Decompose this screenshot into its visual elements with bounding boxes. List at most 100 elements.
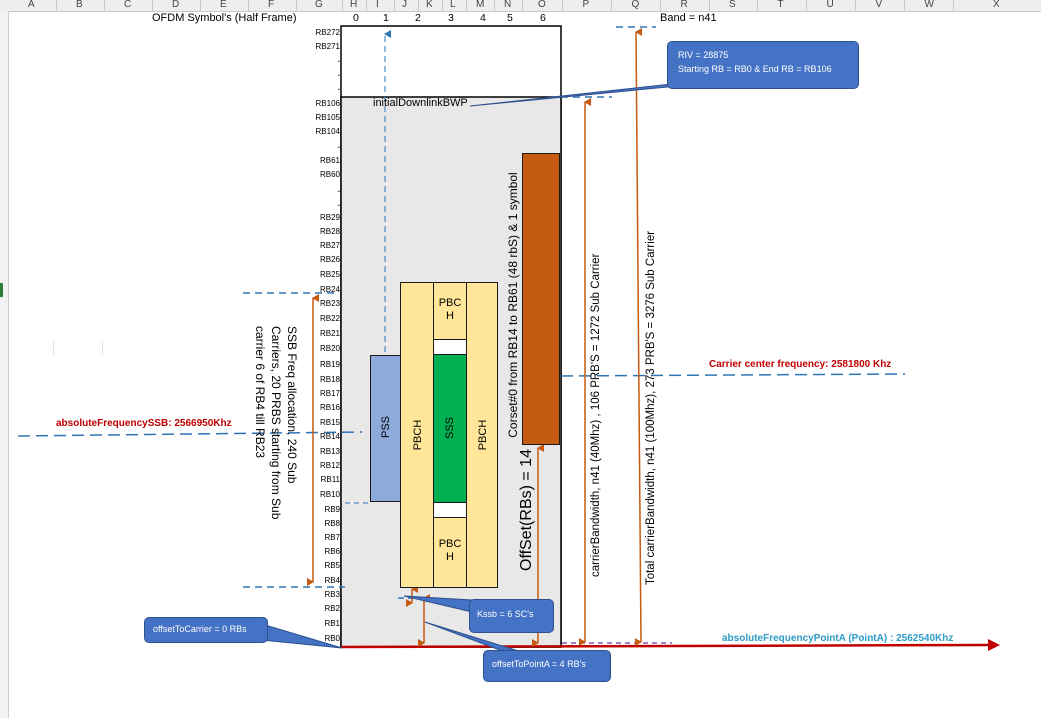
rb-label: RB6 xyxy=(324,547,340,556)
column-letter[interactable]: K xyxy=(426,0,433,10)
column-divider xyxy=(494,0,495,11)
rb-label: RB26 xyxy=(319,255,340,264)
coreset-label: Corset#0 from RB14 to RB61 (48 rbS) & 1 … xyxy=(506,172,520,438)
rb-label: RB17 xyxy=(319,389,340,398)
column-divider xyxy=(904,0,905,11)
pbch-right-block: PBCH xyxy=(466,282,498,588)
point-a-arrowhead xyxy=(988,639,1000,651)
rb-label: RB10 xyxy=(319,490,340,499)
abs-freq-ssb-line xyxy=(17,431,363,437)
rb-label: RB16 xyxy=(319,403,340,412)
ofdm-symbol-number: 2 xyxy=(415,12,421,24)
abs-freq-pointa-label: absoluteFrequencyPointA (PointA) : 25625… xyxy=(722,633,954,644)
rb-label: RB106 xyxy=(315,99,340,108)
rb-label: RB105 xyxy=(315,113,340,122)
rb-label: RB21 xyxy=(319,329,340,338)
column-divider xyxy=(806,0,807,11)
column-letter[interactable]: Q xyxy=(631,0,640,10)
rb-label: RB28 xyxy=(319,227,340,236)
rb-label: RB272 xyxy=(315,28,340,37)
kssb-callout: Kssb = 6 SC's xyxy=(469,599,554,633)
column-letter[interactable]: M xyxy=(476,0,485,10)
rb-label: . xyxy=(337,199,340,208)
rb-label: RB5 xyxy=(324,561,340,570)
pbch-bottom-block: PBC H xyxy=(433,517,467,588)
ofdm-symbols-title: OFDM Symbol's (Half Frame) xyxy=(152,12,297,24)
offset-to-carrier-callout: offsetToCarrier = 0 RBs xyxy=(144,617,268,643)
column-divider xyxy=(394,0,395,11)
rb-label: RB11 xyxy=(320,475,340,484)
rb-label: RB20 xyxy=(319,344,340,353)
rb-label: RB104 xyxy=(315,127,340,136)
rb-label: RB61 xyxy=(319,156,340,165)
rb-label: RB22 xyxy=(319,314,340,323)
column-letter[interactable]: H xyxy=(350,0,358,10)
column-divider xyxy=(296,0,297,11)
rb-label: RB24 xyxy=(319,285,340,294)
rb-label: . xyxy=(337,55,340,64)
column-letter[interactable]: E xyxy=(220,0,227,10)
rb-label: RB1 xyxy=(324,619,340,628)
column-letter[interactable]: A xyxy=(28,0,35,10)
column-letter[interactable]: B xyxy=(76,0,83,10)
rb-label: RB29 xyxy=(319,213,340,222)
column-letter[interactable]: F xyxy=(268,0,275,10)
column-divider xyxy=(418,0,419,11)
rb-label: RB27 xyxy=(319,241,340,250)
pss-label: PSS xyxy=(380,416,392,439)
abs-freq-ssb-label: absoluteFrequencySSB: 2566950Khz xyxy=(56,418,232,429)
column-letter[interactable]: U xyxy=(826,0,834,10)
column-divider xyxy=(466,0,467,11)
column-letter[interactable]: J xyxy=(402,0,407,10)
column-divider xyxy=(562,0,563,11)
initial-bwp-label: initialDownlinkBWP xyxy=(373,97,468,109)
rb-label: RB7 xyxy=(324,533,340,542)
rb-label: . xyxy=(337,83,340,92)
column-letter[interactable]: C xyxy=(124,0,132,10)
pbch-gap-top xyxy=(433,339,467,355)
active-row-marker xyxy=(0,283,3,297)
rb-label: RB18 xyxy=(319,375,340,384)
ofdm-symbol-number: 1 xyxy=(383,12,389,24)
rb-range-text: Starting RB = RB0 & End RB = RB106 xyxy=(678,64,832,74)
ofdm-symbol-number: 5 xyxy=(507,12,513,24)
column-letter[interactable]: T xyxy=(777,0,784,10)
column-header-bar: A B C D E F G H I J K L M N O P Q R S T U V W X xyxy=(0,0,1041,12)
column-divider xyxy=(442,0,443,11)
carrier-center-label: Carrier center frequency: 2581800 Khz xyxy=(709,359,892,370)
rb-label: RB2 xyxy=(324,604,340,613)
column-letter[interactable]: D xyxy=(172,0,180,10)
rb-label: RB0 xyxy=(324,634,340,643)
column-divider xyxy=(855,0,856,11)
rb-label: RB4 xyxy=(324,576,340,585)
column-letter[interactable]: O xyxy=(538,0,546,10)
column-letter[interactable]: R xyxy=(680,0,688,10)
rb-label: RB3 xyxy=(324,590,340,599)
column-divider xyxy=(152,0,153,11)
rb-label: RB14 xyxy=(319,432,340,441)
column-letter[interactable]: X xyxy=(993,0,1000,10)
column-divider xyxy=(660,0,661,11)
column-letter[interactable]: S xyxy=(729,0,736,10)
carrier-center-line xyxy=(560,373,906,377)
offset-to-pointa-text: offsetToPointA = 4 RB's xyxy=(492,659,586,669)
rb-label: . xyxy=(337,141,340,150)
column-letter[interactable]: V xyxy=(875,0,883,10)
rb-label: RB8 xyxy=(324,519,340,528)
column-letter[interactable]: W xyxy=(924,0,934,10)
column-letter[interactable]: L xyxy=(450,0,456,10)
carrier-bw-100-label: Total carrierBandwidth, n41 (100Mhz), 27… xyxy=(645,230,657,586)
column-divider xyxy=(757,0,758,11)
ofdm-symbol-number: 6 xyxy=(540,12,546,24)
ofdm-symbol-number: 3 xyxy=(448,12,454,24)
sss-label: SSS xyxy=(444,417,456,440)
rb-label: RB15 xyxy=(319,418,340,427)
rb-label: RB60 xyxy=(319,170,340,179)
pbch-top-block: PBC H xyxy=(433,282,467,340)
column-letter[interactable]: G xyxy=(315,0,323,10)
column-letter[interactable]: N xyxy=(504,0,512,10)
column-letter[interactable]: I xyxy=(376,0,379,10)
column-letter[interactable]: P xyxy=(582,0,590,10)
ofdm-symbol-number: 0 xyxy=(353,12,359,24)
pbch-left-block: PBCH xyxy=(400,282,434,588)
